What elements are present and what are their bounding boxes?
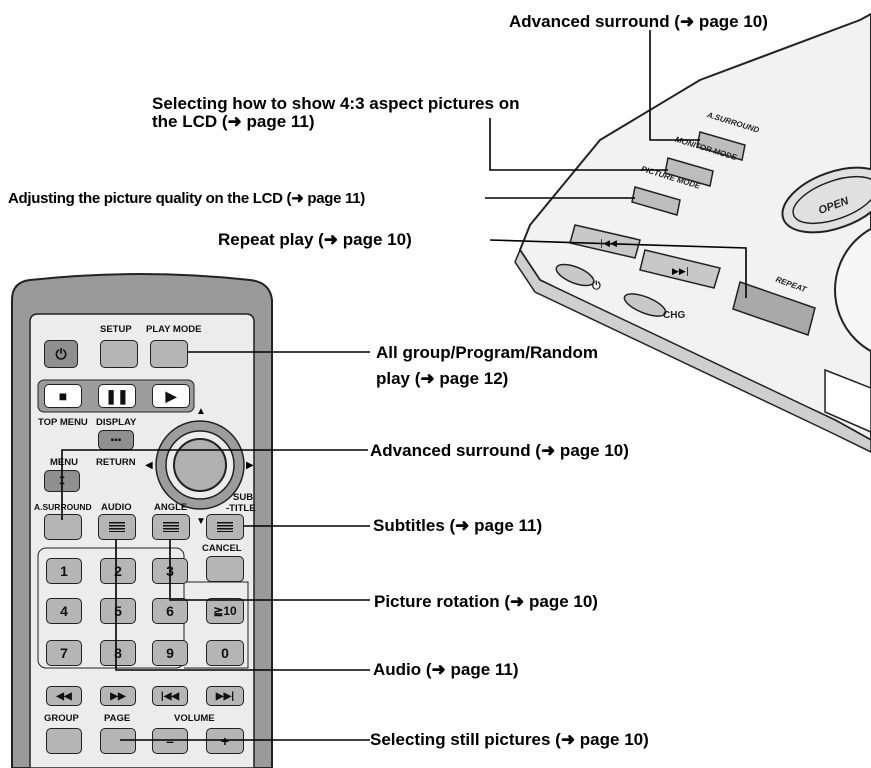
leader-repeat — [489, 239, 747, 298]
display-label: DISPLAY — [96, 417, 137, 428]
skip-back-button[interactable]: |◀◀ — [152, 686, 188, 706]
device-a-surround-button — [696, 131, 746, 161]
sub-label: SUB — [233, 492, 254, 503]
group-button[interactable] — [46, 728, 82, 754]
picture-quality-label: Adjusting the picture quality on the LCD… — [8, 190, 365, 207]
device-monitor-mode-button — [664, 157, 714, 187]
skip-forward-button[interactable]: ▶▶| — [206, 686, 244, 706]
device-front-edge — [514, 248, 871, 453]
cancel-button[interactable] — [206, 556, 244, 582]
cancel-label: CANCEL — [202, 543, 242, 554]
audio-button[interactable] — [98, 514, 136, 540]
key-8[interactable]: 8 — [100, 640, 136, 666]
key-0[interactable]: 0 — [206, 640, 244, 666]
down-arrow-icon: ▼ — [196, 516, 206, 527]
device-repeat-button — [732, 281, 816, 336]
all-group-label-line2: play (➜ page 12) — [376, 369, 509, 388]
device-skip-back-button — [569, 224, 641, 259]
aspect-label-line2: the LCD (➜ page 11) — [152, 112, 315, 131]
setup-label: SETUP — [100, 324, 132, 335]
device-power-icon: ⏻ — [592, 280, 601, 292]
leader-aspect — [489, 118, 668, 171]
picture-rotation-label: Picture rotation (➜ page 10) — [374, 592, 598, 611]
leader-audio — [115, 540, 370, 671]
key-7[interactable]: 7 — [46, 640, 82, 666]
display-icon: ▪▪▪ — [110, 434, 122, 446]
angle-button[interactable] — [152, 514, 190, 540]
key-10plus[interactable]: ≧10 — [206, 598, 244, 624]
play-icon: ▶ — [165, 387, 177, 404]
repeat-play-label: Repeat play (➜ page 10) — [218, 230, 412, 249]
key-6[interactable]: 6 — [152, 598, 188, 624]
device-power-button — [555, 263, 595, 287]
pause-icon: ❚❚ — [105, 387, 129, 404]
angle-remote-label: ANGLE — [154, 502, 188, 513]
setup-button[interactable] — [100, 340, 138, 368]
pause-button[interactable]: ❚❚ — [98, 384, 136, 408]
numpad-frame-right — [184, 581, 249, 669]
top-menu-label: TOP MENU — [38, 417, 88, 428]
adv-surround-top-label: Advanced surround (➜ page 10) — [509, 12, 768, 31]
device-display-window — [824, 368, 871, 433]
fast-forward-icon: ▶▶ — [110, 690, 126, 702]
power-button[interactable]: ⏻ — [44, 340, 78, 368]
return-label: RETURN — [96, 457, 136, 468]
menu-label: MENU — [50, 457, 78, 468]
key-1[interactable]: 1 — [46, 558, 82, 584]
key-2[interactable]: 2 — [100, 558, 136, 584]
rewind-icon: ◀◀ — [56, 690, 72, 702]
leader-rotation — [169, 540, 370, 601]
subtitle-icon — [217, 522, 233, 532]
power-icon: ⏻ — [55, 345, 67, 362]
still-pictures-label: Selecting still pictures (➜ page 10) — [370, 730, 649, 749]
group-label: GROUP — [44, 713, 79, 724]
audio-label: Audio (➜ page 11) — [373, 660, 519, 679]
rewind-button[interactable]: ◀◀ — [46, 686, 82, 706]
stop-button[interactable]: ■ — [44, 384, 82, 408]
key-9[interactable]: 9 — [152, 640, 188, 666]
audio-remote-label: AUDIO — [101, 502, 132, 513]
leader-adv-surround-top — [649, 30, 700, 141]
all-group-label-line1: All group/Program/Random — [376, 343, 598, 362]
key-5[interactable]: 5 — [100, 598, 136, 624]
stop-icon: ■ — [58, 388, 68, 404]
title-label: -TITLE — [226, 503, 256, 514]
angle-icon — [163, 522, 179, 532]
device-picture-mode-button — [631, 186, 681, 216]
skip-back-icon: |◀◀ — [160, 690, 180, 702]
a-surround-remote-label: A.SURROUND — [34, 502, 92, 512]
device-chg-button — [623, 293, 667, 317]
volume-up-button[interactable]: + — [206, 728, 244, 754]
skip-forward-icon: ▶▶| — [215, 690, 235, 702]
key-4[interactable]: 4 — [46, 598, 82, 624]
device-open-button — [781, 166, 871, 234]
leader-adv-surround-remote — [61, 449, 368, 520]
play-button[interactable]: ▶ — [152, 384, 190, 408]
audio-icon — [109, 522, 125, 532]
left-arrow-icon: ◀ — [145, 460, 153, 471]
play-mode-button[interactable] — [150, 340, 188, 368]
aspect-label-line1: Selecting how to show 4:3 aspect picture… — [152, 94, 520, 113]
right-arrow-icon: ▶ — [246, 460, 254, 471]
device-chg-label: CHG — [663, 310, 686, 321]
page-button[interactable] — [100, 728, 136, 754]
adv-surround-remote-label: Advanced surround (➜ page 10) — [370, 441, 629, 460]
up-arrow-icon: ▲ — [196, 406, 206, 417]
subtitle-button[interactable] — [206, 514, 244, 540]
play-mode-label: PLAY MODE — [146, 324, 202, 335]
joystick-button — [173, 438, 227, 492]
fast-forward-button[interactable]: ▶▶ — [100, 686, 136, 706]
volume-down-button[interactable]: – — [152, 728, 188, 754]
a-surround-button[interactable] — [44, 514, 82, 540]
device-disc-lid — [834, 227, 871, 353]
subtitles-label: Subtitles (➜ page 11) — [373, 516, 543, 535]
page-label: PAGE — [104, 713, 131, 724]
device-skip-fwd-button — [639, 249, 721, 289]
skip-fwd-icon: ▶▶| — [672, 267, 689, 277]
volume-label: VOLUME — [174, 713, 215, 724]
